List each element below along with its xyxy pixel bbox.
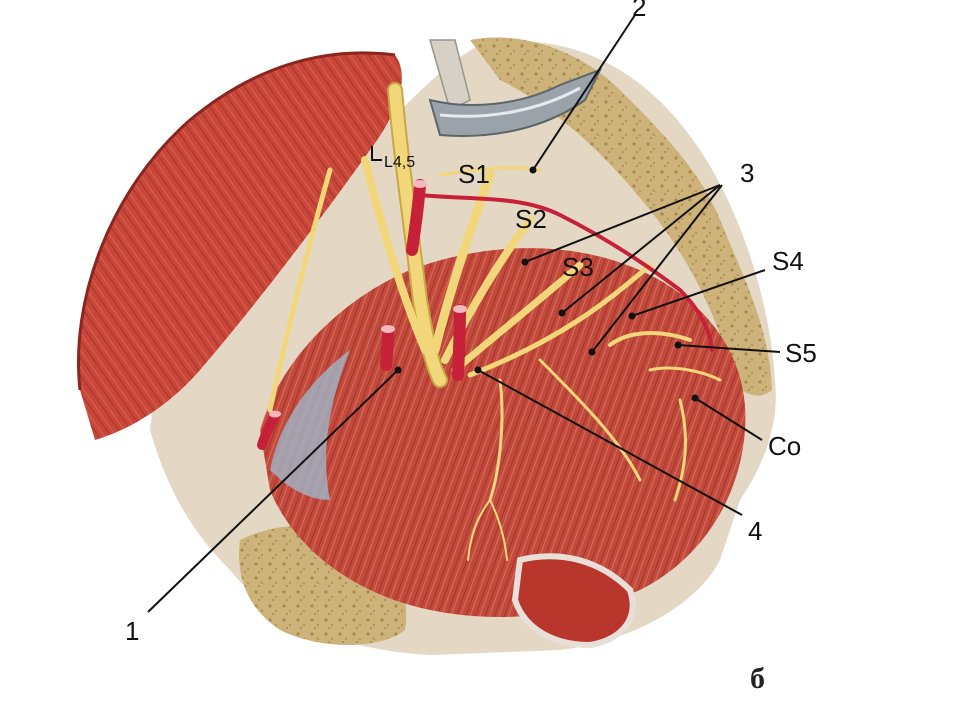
leader-lines xyxy=(147,14,781,613)
label-s1: S1 xyxy=(458,159,490,189)
labels: 1 2 3 4 L4,5 S1 S2 S3 S4 S5 Co б xyxy=(125,0,817,695)
figure-letter: б xyxy=(750,662,765,695)
label-2: 2 xyxy=(632,0,646,22)
label-s2: S2 xyxy=(515,204,547,234)
label-l45: L4,5 xyxy=(384,154,415,171)
label-s5: S5 xyxy=(785,338,817,368)
label-s3: S3 xyxy=(562,252,594,282)
gluteus-muscle xyxy=(77,51,402,440)
retractor-instrument xyxy=(428,68,603,137)
label-co: Co xyxy=(768,431,801,461)
blood-vessels xyxy=(257,179,714,450)
label-3: 3 xyxy=(740,158,754,188)
label-s4: S4 xyxy=(772,246,804,276)
label-1: 1 xyxy=(125,616,139,646)
label-4: 4 xyxy=(748,516,762,546)
